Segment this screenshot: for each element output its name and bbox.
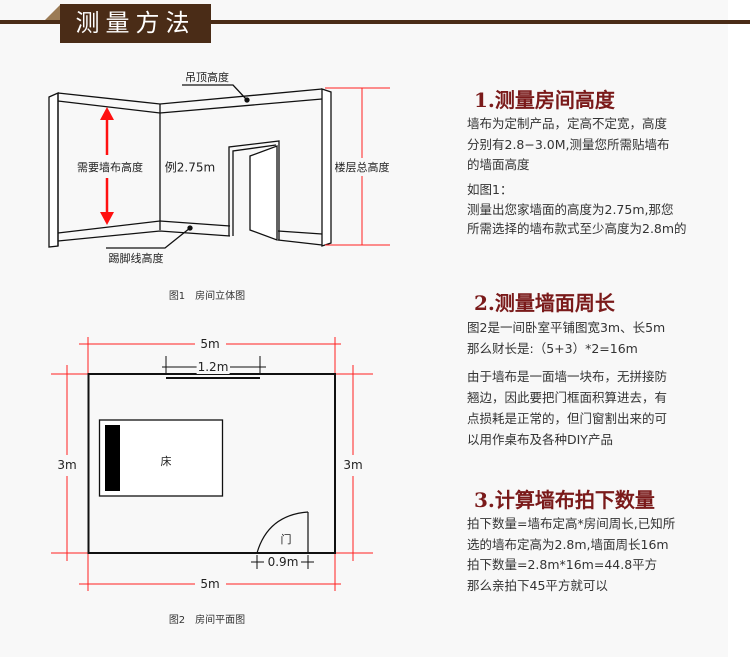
- wall-height-arrow: [100, 107, 114, 225]
- room-outline: [87, 373, 336, 554]
- text-line: 翘边，因此要把门框面积算进去，有: [467, 390, 668, 405]
- right-height-label: 3m: [342, 458, 364, 472]
- door-label: 门: [280, 533, 292, 546]
- section2-title: 2.测量墙面周长: [474, 291, 615, 315]
- window-dimension: [162, 356, 266, 379]
- door-width-label: 0.9m: [266, 555, 300, 569]
- example-height-label: 例2.75m: [164, 160, 216, 175]
- wall-height-label: 需要墙布高度: [77, 161, 143, 174]
- bottom-width-label: 5m: [199, 577, 221, 591]
- text-line: 图2是一间卧室平铺图宽3m、长5m: [467, 320, 666, 335]
- text-line: 测量出您家墙面的高度为2.75m,那您: [467, 201, 674, 217]
- figure1-caption: 图1 房间立体图: [168, 291, 246, 302]
- text-line: 分别有2.8−3.0M,测量您所需贴墙布: [467, 136, 670, 152]
- text-line: 那么财长是:（5+3）*2=16m: [467, 340, 638, 356]
- section1-title: 1.测量房间高度: [474, 88, 615, 112]
- text-line: 那么亲拍下45平方就可以: [467, 577, 608, 593]
- bed-label: 床: [160, 455, 172, 468]
- left-height-label: 3m: [56, 458, 78, 472]
- bed-headboard: [105, 425, 120, 491]
- section2-paragraph2: 由于墙布是一面墙一块布，无拼接防 翘边，因此要把门框面积算进去，有 点损耗是正常…: [467, 366, 667, 450]
- text-line: 墙布为定制产品，定高不定宽，高度: [467, 116, 668, 131]
- top-width-label: 5m: [199, 337, 221, 351]
- section2-paragraph1: 图2是一间卧室平铺图宽3m、长5m 那么财长是:（5+3）*2=16m: [467, 318, 665, 359]
- text-line: 以用作桌布及各种DIY产品: [467, 432, 613, 447]
- text-line: 点损耗是正常的，但门窗割出来的可: [467, 411, 668, 426]
- baseboard-point: [187, 225, 193, 231]
- baseboard-height-label: 踢脚线高度: [108, 252, 164, 265]
- text-line: 选的墙布定高为2.8m,墙面周长16m: [467, 536, 669, 552]
- text-line: 所需选择的墙布款式至少高度为2.8m的: [467, 221, 687, 236]
- ceiling-height-label: 吊顶高度: [185, 71, 229, 84]
- page-title: 测量方法: [60, 4, 211, 43]
- figure2-caption: 图2 房间平面图: [168, 615, 246, 626]
- content-panel: [0, 0, 728, 657]
- door-swing: [256, 511, 309, 554]
- window-width-label: 1.2m: [196, 360, 230, 374]
- text-line: 拍下数量=墙布定高*房间周长,已知所: [467, 516, 676, 531]
- ceiling-point: [244, 97, 250, 103]
- text-line: 由于墙布是一面墙一块布，无拼接防: [467, 369, 668, 384]
- section3-title: 3.计算墙布拍下数量: [474, 488, 655, 512]
- floor-height-label: 楼层总高度: [334, 161, 390, 174]
- text-line: 如图1：: [467, 182, 513, 197]
- text-line: 拍下数量=2.8m*16m=44.8平方: [467, 557, 658, 572]
- header-rule: [0, 20, 750, 24]
- section1-paragraph2: 如图1： 测量出您家墙面的高度为2.75m,那您 所需选择的墙布款式至少高度为2…: [467, 180, 687, 239]
- walls: [48, 88, 332, 248]
- section3-paragraph1: 拍下数量=墙布定高*房间周长,已知所 选的墙布定高为2.8m,墙面周长16m 拍…: [467, 514, 675, 596]
- leaders: [106, 84, 248, 249]
- header-corner-decoration: [45, 4, 61, 20]
- door-3d: [228, 140, 280, 241]
- door-dimension: [251, 555, 314, 569]
- text-line: 的墙面高度: [467, 157, 530, 172]
- floor-height-dimension: [325, 87, 390, 246]
- section1-paragraph1: 墙布为定制产品，定高不定宽，高度 分别有2.8−3.0M,测量您所需贴墙布 的墙…: [467, 114, 670, 176]
